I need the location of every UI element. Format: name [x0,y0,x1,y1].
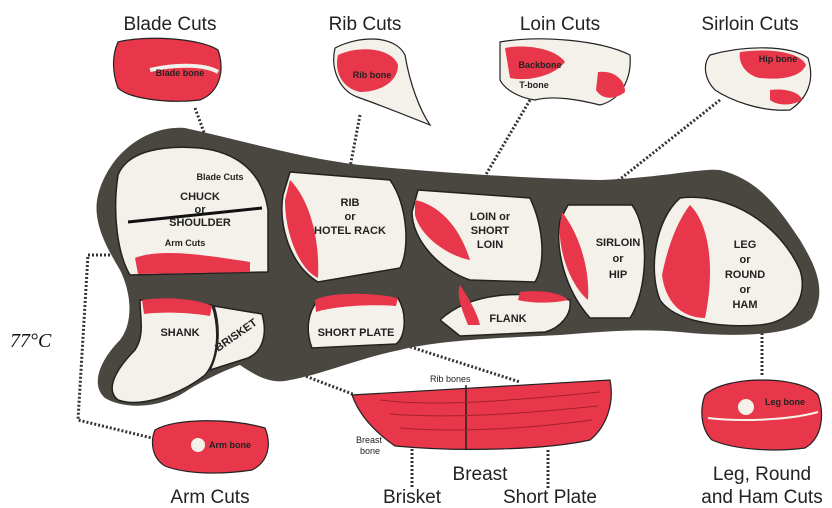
label-leg-2: or [740,254,752,266]
label-flank: FLANK [489,313,526,325]
label-rib-1: RIB [341,197,360,209]
label-breast-bone-2: bone [360,446,380,456]
header-rib-cuts: Rib Cuts [329,14,402,35]
label-blade-bone: Blade bone [156,68,205,78]
leg-bone-mark [738,399,754,415]
leg-cut-sample [702,380,822,450]
label-loin-1: LOIN or [470,211,511,223]
label-leg-5: HAM [732,299,757,311]
label-chuck-2: or [195,204,207,216]
header-sirloin-cuts: Sirloin Cuts [701,14,798,35]
rib-cut-sample [334,39,430,125]
label-loin-3: LOIN [477,239,503,251]
label-sirloin-3: HIP [609,269,627,281]
label-rib-bones: Rib bones [430,374,471,384]
label-sirloin-2: or [613,253,625,265]
label-leg-1: LEG [734,239,757,251]
label-short-plate: SHORT PLATE [318,327,395,339]
header-leg-round-line1: Leg, Round [713,464,811,485]
header-brisket: Brisket [383,487,442,508]
label-leg-4: or [740,284,752,296]
leader-loin [478,100,530,188]
label-chuck-3: SHOULDER [169,217,231,229]
loin-cut-sample [500,39,630,105]
label-blade-cuts-inner: Blade Cuts [196,172,243,182]
label-leg-bone: Leg bone [765,397,805,407]
header-breast: Breast [453,464,509,485]
label-sirloin-1: SIRLOIN [596,237,641,249]
arm-bone-mark [191,438,205,452]
label-rib-bone: Rib bone [353,70,392,80]
label-arm-cuts-inner: Arm Cuts [165,238,206,248]
label-t-bone: T-bone [519,80,549,90]
header-leg-round-line2: and Ham Cuts [701,487,822,508]
header-short-plate: Short Plate [503,487,597,508]
header-blade-cuts: Blade Cuts [124,14,217,35]
label-chuck-1: CHUCK [180,191,220,203]
label-arm-bone: Arm bone [209,440,251,450]
label-loin-2: SHORT [471,225,510,237]
label-rib-2: or [345,211,357,223]
header-loin-cuts: Loin Cuts [520,14,600,35]
label-hip-bone: Hip bone [759,54,798,64]
header-arm-cuts: Arm Cuts [170,487,249,508]
label-breast-bone-1: Breast [356,435,383,445]
label-shank: SHANK [160,327,199,339]
breast-cut-sample [352,380,611,450]
temperature-label: 77°C [10,330,51,353]
label-rib-3: HOTEL RACK [314,225,386,237]
label-leg-3: ROUND [725,269,765,281]
label-backbone: Backbone [518,60,561,70]
